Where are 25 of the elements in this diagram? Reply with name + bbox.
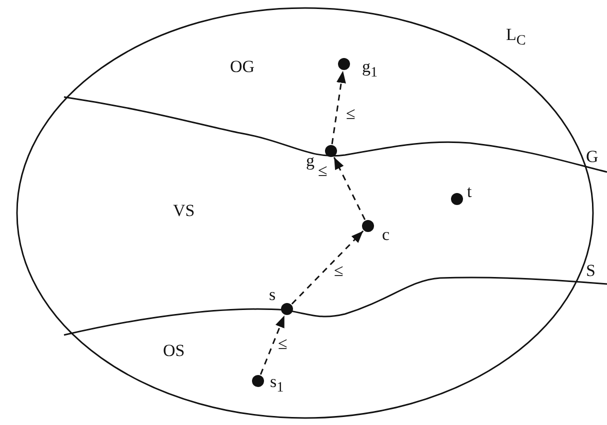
region-label: L$_{C}$ [506,26,526,48]
edge-label: ≤ [346,105,356,122]
edge-label: ≤ [334,262,344,279]
region-label: OS [163,342,185,359]
region-label: G [586,148,598,165]
point-marker [252,375,264,387]
region-label: OG [230,58,255,75]
region-label: VS [173,202,195,219]
point-label: g$_{1}$ [362,58,378,80]
point-marker [281,303,293,315]
dashed-arrow [333,156,366,220]
point-marker [325,145,337,157]
point-label: t [467,183,472,200]
point-label: s$_{1}$ [270,373,284,395]
point-marker [338,58,350,70]
point-label: c [382,226,390,243]
point-marker [451,193,463,205]
point-marker [362,220,374,232]
edge-label: ≤ [318,162,328,179]
edge-label: ≤ [278,335,288,352]
dashed-arrow [331,70,346,144]
point-label: s [269,286,276,303]
point-label: g [306,152,314,169]
dashed-arrow [260,315,286,375]
region-label: S [586,262,596,279]
